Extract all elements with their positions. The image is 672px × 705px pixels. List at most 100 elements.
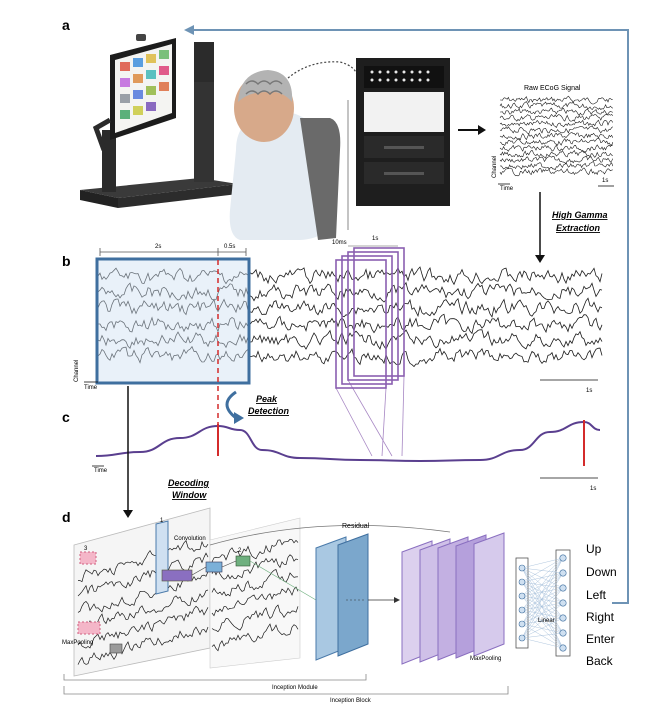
high-gamma-label-2: Extraction <box>556 223 601 233</box>
b-time-label: Time <box>84 385 98 391</box>
linear-input-node <box>518 620 526 628</box>
linear-output-node <box>559 569 567 577</box>
input-traces <box>77 539 209 665</box>
inception-blue-planes <box>315 533 369 661</box>
high-gamma-traces <box>97 266 603 368</box>
signal-trace <box>211 604 299 633</box>
signal-trace <box>77 539 209 583</box>
maxpooling-label-2: MaxPooling <box>470 656 501 662</box>
output-back: Back <box>586 654 614 668</box>
linear-input-node <box>518 564 526 572</box>
raw-scale-label: 1s <box>602 178 608 184</box>
maxpool-block <box>109 643 123 654</box>
linear-input-node <box>518 578 526 586</box>
panel-label-d: d <box>62 509 71 525</box>
linear-output-node <box>559 584 567 592</box>
linear-output-node <box>559 614 567 622</box>
raw-time-label: Time <box>500 186 514 192</box>
signal-trace <box>97 329 603 350</box>
raw-ecog-title: Raw ECoG Signal <box>524 85 581 92</box>
dim-10ms: 10ms <box>332 240 347 246</box>
signal-trace <box>97 281 603 303</box>
raw-channel-label: Channel <box>492 156 498 178</box>
signal-trace <box>499 125 613 135</box>
linear-layer <box>515 549 571 657</box>
residual-connection <box>209 524 451 546</box>
arrow-to-raw-signal <box>458 125 486 135</box>
signal-trace <box>211 569 299 597</box>
linear-output-node <box>559 599 567 607</box>
window-projection-lines <box>335 375 405 457</box>
signal-trace <box>499 119 614 129</box>
signal-trace <box>77 626 209 665</box>
linear-label: Linear <box>538 618 555 624</box>
maxpooling-label-1: MaxPooling <box>62 640 93 646</box>
decoding-window-box <box>95 257 251 385</box>
output-enter: Enter <box>586 632 615 646</box>
output-down: Down <box>586 565 617 579</box>
signal-trace <box>211 623 299 652</box>
sliding-windows <box>335 247 405 389</box>
panel-label-a: a <box>62 17 70 33</box>
dim-05s: 0.5s <box>224 244 235 250</box>
dim-1s-window: 1s <box>372 236 378 242</box>
conv-purple-block <box>161 569 193 582</box>
signal-trace <box>499 161 614 171</box>
signal-trace <box>499 101 613 111</box>
arrow-decoding-window <box>123 386 133 518</box>
num-2: 2 <box>238 548 242 554</box>
kernel-3 <box>79 551 97 565</box>
output-commands: Up Down Left Right Enter Back <box>586 542 617 668</box>
num-3: 3 <box>84 546 88 552</box>
conv-blue-block <box>205 561 223 573</box>
high-gamma-envelope <box>95 420 601 463</box>
decoding-label-1: Decoding <box>168 478 210 488</box>
inception-module-label: Inception Module <box>272 685 318 691</box>
signal-trace <box>77 605 209 649</box>
signal-trace <box>499 132 614 141</box>
signal-trace <box>500 107 613 116</box>
signal-trace <box>499 149 613 159</box>
signal-trace <box>499 167 613 177</box>
inception-purple-planes <box>401 532 505 665</box>
signal-trace <box>77 589 209 630</box>
patient-illustration <box>229 61 359 240</box>
signal-trace <box>97 297 603 318</box>
linear-input-node <box>518 592 526 600</box>
signal-trace <box>98 313 603 335</box>
second-sheet <box>209 517 301 669</box>
monitor-grid-icon <box>120 50 169 119</box>
linear-output-node <box>559 629 567 637</box>
signal-trace <box>97 266 603 286</box>
camera-icon <box>136 34 146 41</box>
signal-trace <box>211 554 299 580</box>
peak-label-1: Peak <box>256 394 278 404</box>
decoding-label-2: Window <box>172 490 207 500</box>
conv-green-block <box>235 555 251 567</box>
linear-input-node <box>518 606 526 614</box>
high-gamma-label-1: High Gamma <box>552 210 608 220</box>
convolution-label: Convolution <box>174 536 206 542</box>
raw-ecog-traces <box>499 95 614 177</box>
signal-trace <box>97 345 603 368</box>
output-right: Right <box>586 610 615 624</box>
signal-trace <box>499 155 614 165</box>
second-sheet-traces <box>211 538 299 652</box>
b-scale-label: 1s <box>586 388 592 394</box>
signal-trace <box>211 586 299 617</box>
num-1: 1 <box>160 518 164 524</box>
inception-block-label: Inception Block <box>330 698 372 704</box>
panel-label-c: c <box>62 409 70 425</box>
kernel-pool <box>77 621 101 635</box>
signal-trace <box>499 137 614 147</box>
c-scale-label: 1s <box>590 486 596 492</box>
feedback-arrow <box>184 25 629 604</box>
dim-2s: 2s <box>155 244 161 250</box>
amplifier-rack-illustration <box>347 58 450 230</box>
linear-output-node <box>559 644 567 652</box>
conv-filter <box>155 520 169 595</box>
output-left: Left <box>586 588 607 602</box>
linear-output-node <box>559 554 567 562</box>
peak-label-2: Detection <box>248 406 290 416</box>
